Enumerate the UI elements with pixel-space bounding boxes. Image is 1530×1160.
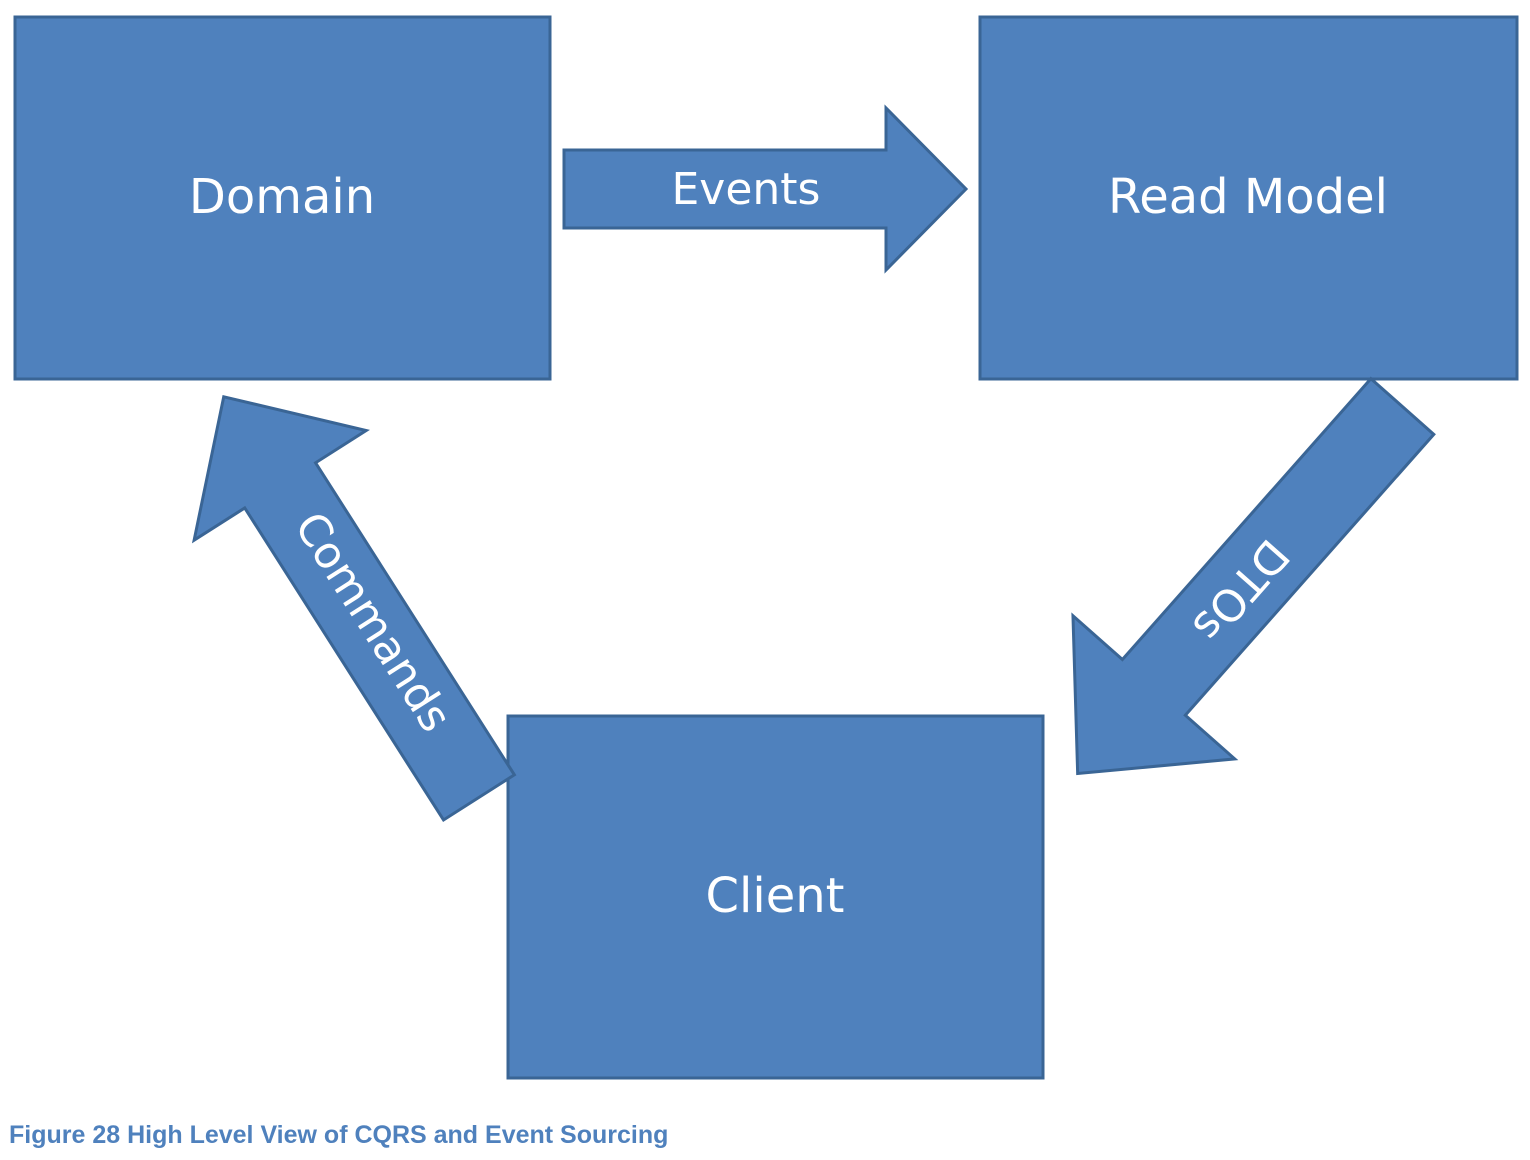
commands-arrow: Commands xyxy=(191,394,517,823)
read-model-node: Read Model xyxy=(978,15,1519,381)
domain-node: Domain xyxy=(13,15,552,381)
client-label: Client xyxy=(706,868,845,924)
dtos-arrow: DTOs xyxy=(1071,376,1436,776)
domain-label: Domain xyxy=(189,169,375,225)
client-node: Client xyxy=(506,714,1045,1080)
cqrs-diagram: Domain Read Model Client Events DTOs Com… xyxy=(13,15,1519,1080)
figure-caption: Figure 28 High Level View of CQRS and Ev… xyxy=(9,1121,669,1149)
read-model-label: Read Model xyxy=(1108,169,1388,225)
events-arrow: Events xyxy=(562,104,969,274)
events-label: Events xyxy=(672,164,821,215)
